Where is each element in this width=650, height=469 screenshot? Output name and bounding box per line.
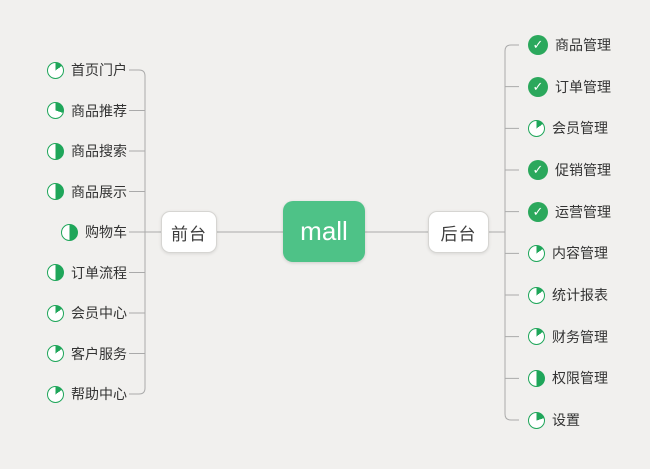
mindmap-item-label: 统计报表 bbox=[552, 287, 608, 303]
node-frontend[interactable]: 前台 bbox=[161, 211, 217, 253]
pie-progress-icon bbox=[47, 304, 64, 322]
mindmap-item-label: 订单流程 bbox=[71, 264, 127, 281]
mindmap-item-label: 帮助中心 bbox=[71, 386, 127, 402]
mindmap-item[interactable]: 帮助中心 bbox=[47, 383, 127, 405]
mindmap-item-label: 商品推荐 bbox=[71, 102, 127, 119]
check-icon: ✓ bbox=[528, 76, 548, 97]
pie-progress-icon bbox=[47, 345, 64, 362]
mindmap-item[interactable]: 首页门户 bbox=[47, 59, 127, 81]
mindmap-item[interactable]: ✓ 促销管理 bbox=[528, 159, 611, 181]
mindmap-item[interactable]: 商品搜索 bbox=[47, 140, 127, 162]
pie-progress-icon bbox=[528, 369, 545, 387]
pie-progress-icon bbox=[47, 142, 64, 160]
check-icon: ✓ bbox=[528, 201, 548, 222]
mindmap-item[interactable]: 订单流程 bbox=[47, 262, 127, 284]
check-icon: ✓ bbox=[528, 35, 548, 55]
mindmap-item-label: 会员管理 bbox=[552, 120, 608, 137]
mindmap-item-label: 购物车 bbox=[85, 224, 127, 240]
mindmap-item-label: 权限管理 bbox=[552, 370, 608, 387]
mindmap-item[interactable]: 统计报表 bbox=[528, 284, 608, 306]
mindmap-item-label: 客户服务 bbox=[71, 345, 127, 362]
mindmap-item-label: 会员中心 bbox=[71, 305, 127, 321]
pie-progress-icon bbox=[47, 61, 64, 79]
pie-progress-icon bbox=[528, 119, 545, 137]
mindmap-item[interactable]: 内容管理 bbox=[528, 242, 608, 264]
pie-progress-icon bbox=[528, 244, 545, 262]
mindmap-item-label: 商品管理 bbox=[555, 37, 611, 53]
node-root-label: mall bbox=[300, 216, 348, 246]
pie-progress-icon bbox=[528, 328, 545, 346]
pie-progress-icon bbox=[528, 411, 545, 429]
pie-progress-icon bbox=[528, 286, 545, 304]
pie-progress-icon bbox=[47, 385, 64, 403]
node-frontend-label: 前台 bbox=[171, 224, 207, 244]
mindmap-item-label: 内容管理 bbox=[552, 245, 608, 262]
mindmap-item[interactable]: 权限管理 bbox=[528, 367, 608, 389]
mindmap-item[interactable]: 商品推荐 bbox=[47, 100, 127, 122]
mindmap-item[interactable]: 会员中心 bbox=[47, 302, 127, 324]
mindmap-item[interactable]: ✓ 商品管理 bbox=[528, 34, 611, 56]
mindmap-item[interactable]: 会员管理 bbox=[528, 117, 608, 139]
node-backend-label: 后台 bbox=[440, 224, 477, 244]
mindmap-item-label: 商品展示 bbox=[71, 183, 127, 200]
mindmap-item-label: 商品搜索 bbox=[71, 143, 127, 159]
pie-progress-icon bbox=[47, 102, 64, 119]
mindmap-item[interactable]: 购物车 bbox=[61, 221, 127, 243]
mindmap-item[interactable]: 设置 bbox=[528, 409, 580, 431]
pie-progress-icon bbox=[47, 264, 64, 281]
pie-progress-icon bbox=[47, 183, 64, 200]
check-icon: ✓ bbox=[528, 160, 548, 180]
mindmap-item-label: 首页门户 bbox=[71, 62, 127, 78]
mindmap-item[interactable]: ✓ 运营管理 bbox=[528, 201, 611, 223]
mindmap-item[interactable]: 财务管理 bbox=[528, 326, 608, 348]
mindmap-item[interactable]: 商品展示 bbox=[47, 181, 127, 203]
pie-progress-icon bbox=[61, 223, 78, 241]
mindmap-item-label: 财务管理 bbox=[552, 328, 608, 345]
mindmap-item-label: 促销管理 bbox=[555, 162, 611, 178]
mindmap-item[interactable]: 客户服务 bbox=[47, 343, 127, 365]
mindmap-item[interactable]: ✓ 订单管理 bbox=[528, 76, 611, 98]
mindmap-item-label: 订单管理 bbox=[555, 78, 611, 95]
node-backend[interactable]: 后台 bbox=[428, 211, 489, 253]
mindmap-item-label: 运营管理 bbox=[555, 203, 611, 220]
node-root-mall[interactable]: mall bbox=[283, 201, 365, 262]
mindmap-item-label: 设置 bbox=[552, 412, 580, 428]
